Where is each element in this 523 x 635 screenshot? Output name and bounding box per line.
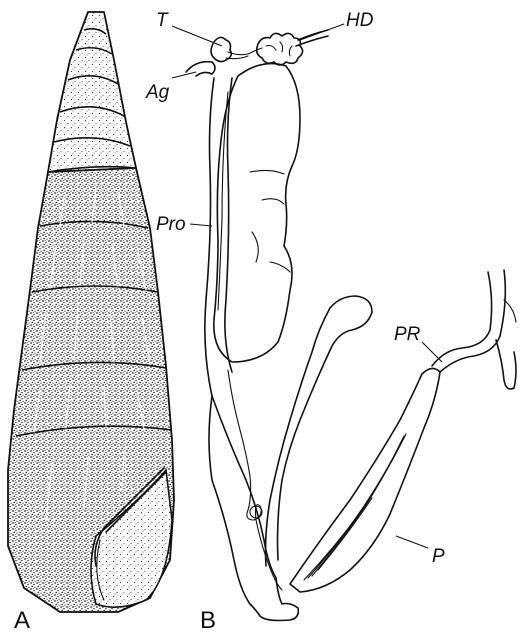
label-penial-retractor: PR — [394, 324, 421, 345]
label-prostate: Pro — [156, 214, 186, 235]
panel-label-b: B — [200, 607, 216, 634]
leader-lines — [172, 24, 442, 548]
gonad-cluster — [211, 30, 328, 65]
label-hermaphrodite-duct: HD — [346, 10, 374, 31]
label-albumen-gland: Ag — [145, 82, 170, 103]
reproductive-system-drawing — [186, 30, 516, 621]
bursa-copulatrix — [278, 296, 373, 560]
penis — [290, 368, 440, 592]
spermoviduct — [205, 78, 276, 578]
label-penis: P — [432, 546, 445, 567]
label-talon: T — [156, 10, 169, 31]
panel-label-a: A — [14, 607, 30, 634]
penial-retractor — [432, 272, 492, 366]
